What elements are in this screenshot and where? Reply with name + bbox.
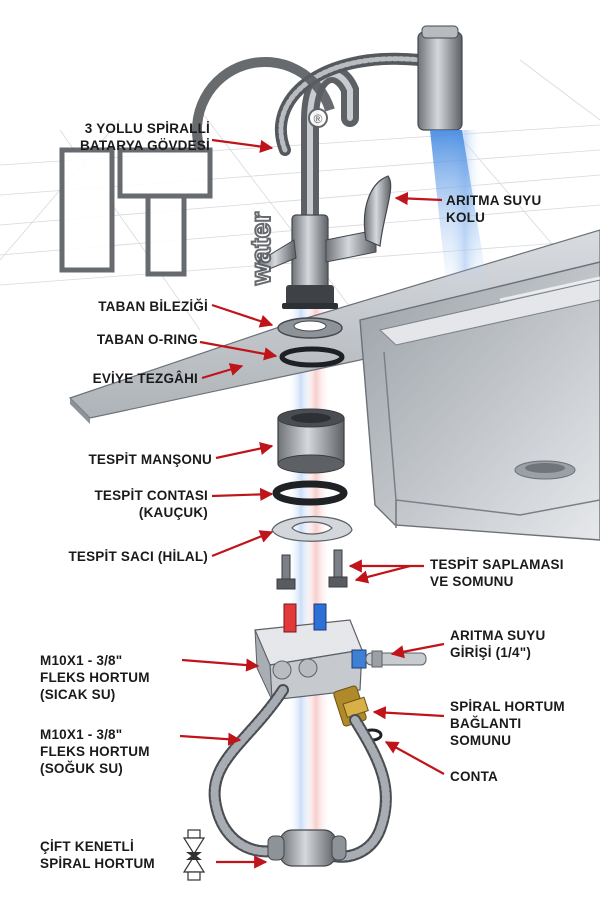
arrow-cold-hose — [179, 732, 242, 746]
pointer-arrows — [179, 138, 445, 869]
side-lever — [257, 239, 297, 273]
arrow-seal — [384, 741, 445, 775]
double-clamp-coupling — [267, 829, 347, 867]
arrow-fixing-gasket — [211, 487, 274, 501]
faucet — [257, 25, 490, 309]
label-base-oring: TABAN O-RING — [96, 332, 198, 347]
hot-pipe-stub — [283, 603, 297, 633]
compress-arrows-icon — [182, 829, 206, 881]
label-cold-hose: M10X1 - 3/8"FLEKS HORTUM(SOĞUK SU) — [40, 727, 150, 776]
arrow-faucet-body — [211, 138, 274, 153]
arrow-stud-right — [354, 564, 411, 584]
registered-mark — [308, 108, 328, 128]
label-base-collar: TABAN BİLEZİĞİ — [98, 299, 208, 314]
label-fixing-plate: TESPİT SACI (HİLAL) — [68, 549, 208, 564]
fixing-stud-left — [276, 554, 296, 590]
filter-tap-arm — [325, 229, 377, 263]
label-hot-hose: M10X1 - 3/8"FLEKS HORTUM(SICAK SU) — [40, 653, 150, 702]
svg-text:®: ® — [314, 112, 323, 126]
spray-head — [417, 31, 463, 131]
base-oring — [279, 346, 345, 368]
base-collar — [277, 317, 343, 339]
arrow-fixing-plate — [211, 530, 274, 558]
faucet-body — [291, 214, 329, 296]
fixing-stud-right — [328, 549, 348, 588]
fixing-gasket — [272, 480, 348, 506]
spiral-hoses — [208, 684, 392, 863]
arrow-hot-hose — [181, 658, 260, 672]
arrow-countertop — [201, 363, 244, 380]
arrow-fixing-sleeve — [215, 442, 274, 460]
arrow-base-oring — [199, 340, 278, 361]
label-seal: CONTA — [450, 769, 498, 784]
faucet-base-nut — [286, 285, 334, 307]
arrow-base-collar — [211, 303, 274, 328]
junction-block — [254, 603, 363, 701]
logo-wordmark: water — [245, 212, 276, 286]
arrow-purified-inlet — [390, 642, 445, 659]
brand-logo: ® water — [59, 56, 335, 287]
fixing-plate — [271, 516, 353, 542]
spray-stream — [430, 130, 490, 300]
arrow-purified-lever — [394, 191, 443, 206]
label-fixing-sleeve: TESPİT MANŞONU — [88, 452, 212, 467]
cold-pipe-stub — [313, 603, 327, 631]
fixing-sleeve — [277, 408, 345, 474]
purified-inlet-fitting — [351, 649, 427, 669]
label-countertop: EVİYE TEZGÂHI — [92, 371, 198, 386]
arrow-spiral-nut — [372, 706, 445, 720]
label-fixing-gasket: TESPİT CONTASI(KAUÇUK) — [94, 488, 208, 520]
purified-lever-handle — [363, 175, 392, 247]
